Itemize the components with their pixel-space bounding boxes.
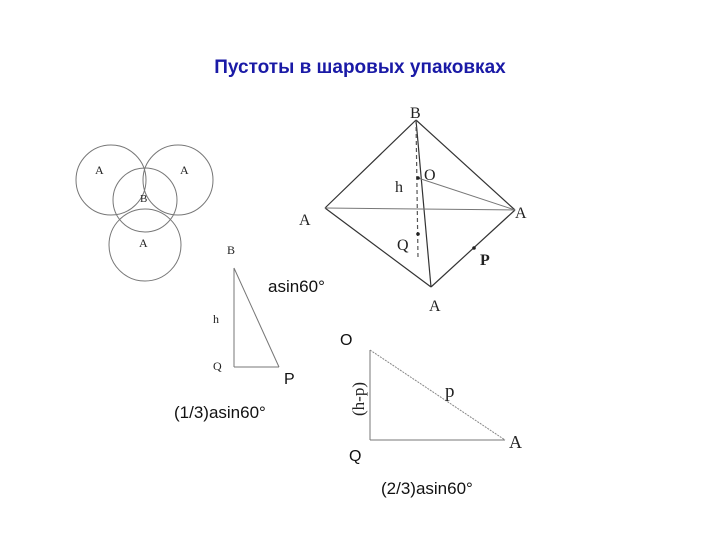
right-tri-label-q: Q (349, 448, 361, 465)
circle-label-a-bottom: A (139, 236, 148, 250)
tetra-label-q: Q (397, 237, 409, 254)
point-q (416, 232, 420, 236)
tetra-label-o: O (424, 167, 436, 184)
left-tri-base-label: (1/3)asin60° (174, 403, 266, 422)
left-tri-side-label: asin60° (268, 277, 325, 296)
circle-label-a-left: A (95, 163, 104, 177)
point-p (472, 246, 476, 250)
tetra-label-b: B (410, 105, 421, 122)
tetra-label-a-bottom: A (429, 298, 441, 315)
right-triangle-figure: O (h-p) p A Q (2/3)asin60° (340, 332, 522, 498)
right-tri-hypotenuse (369, 349, 506, 441)
left-tri-hypotenuse (233, 267, 280, 368)
edge-aleft-abottom (324, 207, 432, 288)
circle-label-b: B (140, 193, 147, 205)
o-to-aright (417, 177, 516, 211)
right-tri-label-hp: (h-p) (349, 382, 368, 416)
left-tri-label-p: P (284, 371, 295, 388)
point-o (416, 176, 420, 180)
tetra-label-a-left: A (299, 212, 311, 229)
right-tri-label-p: p (445, 381, 455, 402)
circle-top-left (75, 144, 147, 216)
left-tri-label-h: h (213, 312, 219, 326)
slide-title: Пустоты в шаровых упаковках (214, 57, 506, 78)
circle-top-right (142, 144, 214, 216)
right-tri-label-a: A (509, 432, 522, 452)
circle-bottom (108, 208, 182, 282)
edge-b-aleft (324, 119, 417, 209)
right-tri-base-label: (2/3)asin60° (381, 479, 473, 498)
left-tri-label-q: Q (213, 359, 222, 373)
right-tri-label-o: O (340, 332, 352, 349)
circles-figure: A A B A (75, 144, 214, 282)
left-triangle-figure: B h Q P asin60° (1/3)asin60° (174, 243, 325, 422)
tetra-label-h: h (395, 179, 403, 196)
circle-label-a-right: A (180, 163, 189, 177)
edge-aleft-aright (324, 207, 516, 211)
tetra-label-a-right: A (515, 205, 527, 222)
left-tri-label-b: B (227, 243, 235, 257)
circle-middle (112, 167, 178, 233)
edge-b-aright (415, 119, 516, 211)
tetra-label-p: P (480, 252, 490, 269)
edge-b-abottom (415, 119, 432, 288)
tetrahedron-figure: B h O A A Q P A (299, 105, 527, 315)
